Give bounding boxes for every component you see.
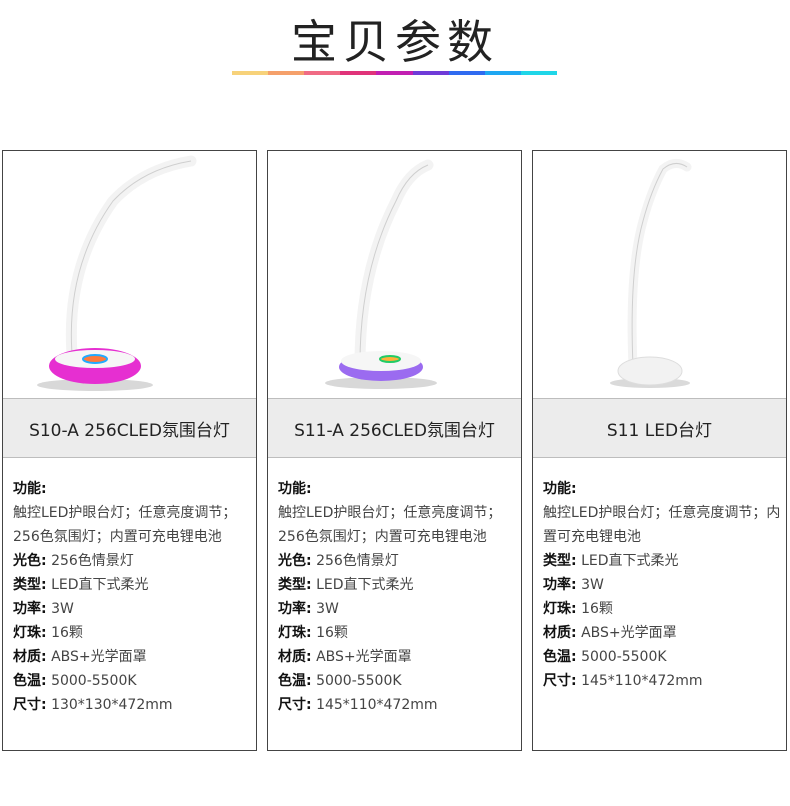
rainbow-segment [268, 71, 305, 75]
spec-row: 灯珠: 16颗 [13, 625, 83, 641]
function-text: 触控LED护眼台灯；任意亮度调节；256色氛围灯；内置可充电锂电池 [278, 505, 502, 545]
function-text: 触控LED护眼台灯；任意亮度调节；256色氛围灯；内置可充电锂电池 [13, 505, 237, 545]
function-label: 功能: [278, 481, 312, 497]
rainbow-segment [376, 71, 413, 75]
product-card: S11-A 256CLED氛围台灯 功能: 触控LED护眼台灯；任意亮度调节；2… [267, 150, 522, 751]
rainbow-segment [232, 71, 269, 75]
spec-row: 类型: LED直下式柔光 [278, 577, 414, 593]
function-label: 功能: [13, 481, 47, 497]
spec-row: 类型: LED直下式柔光 [13, 577, 149, 593]
product-card: S11 LED台灯 功能: 触控LED护眼台灯；任意亮度调节；内置可充电锂电池 … [532, 150, 787, 751]
spec-row: 材质: ABS+光学面罩 [543, 625, 677, 641]
spec-row: 功率: 3W [278, 601, 339, 617]
page-title: 宝贝参数 [291, 15, 499, 69]
spec-row: 类型: LED直下式柔光 [543, 553, 679, 569]
spec-row: 灯珠: 16颗 [278, 625, 348, 641]
lamp-base [617, 356, 683, 386]
title-underline [232, 71, 557, 75]
rainbow-segment [304, 71, 341, 75]
spec-row: 灯珠: 16颗 [543, 601, 613, 617]
lamp-s11a-image [325, 159, 437, 389]
spec-row: 光色: 256色情景灯 [278, 553, 399, 569]
product-name: S11-A 256CLED氛围台灯 [268, 398, 521, 458]
spec-row: 光色: 256色情景灯 [13, 553, 134, 569]
spec-list: 功能: 触控LED护眼台灯；任意亮度调节；内置可充电锂电池 类型: LED直下式… [543, 477, 781, 693]
rainbow-segment [448, 71, 485, 75]
function-label: 功能: [543, 481, 577, 497]
product-card: S10-A 256CLED氛围台灯 功能: 触控LED护眼台灯；任意亮度调节；2… [2, 150, 257, 751]
spec-list: 功能: 触控LED护眼台灯；任意亮度调节；256色氛围灯；内置可充电锂电池 光色… [278, 477, 516, 717]
spec-row: 材质: ABS+光学面罩 [13, 649, 147, 665]
product-name: S11 LED台灯 [533, 398, 786, 458]
spec-row: 尺寸: 145*110*472mm [278, 697, 438, 713]
spec-row: 色温: 5000-5500K [543, 649, 667, 665]
spec-row: 尺寸: 130*130*472mm [13, 697, 173, 713]
rainbow-segment [412, 71, 449, 75]
rainbow-segment [520, 71, 557, 75]
lamp-s11-image [610, 159, 692, 388]
spec-row: 色温: 5000-5500K [278, 673, 402, 689]
rainbow-segment [484, 71, 521, 75]
lamp-s10a-image [37, 155, 197, 391]
spec-row: 材质: ABS+光学面罩 [278, 649, 412, 665]
spec-row: 功率: 3W [543, 577, 604, 593]
product-name: S10-A 256CLED氛围台灯 [3, 398, 256, 458]
function-text: 触控LED护眼台灯；任意亮度调节；内置可充电锂电池 [543, 505, 781, 545]
spec-row: 功率: 3W [13, 601, 74, 617]
spec-row: 尺寸: 145*110*472mm [543, 673, 703, 689]
rainbow-segment [340, 71, 377, 75]
spec-list: 功能: 触控LED护眼台灯；任意亮度调节；256色氛围灯；内置可充电锂电池 光色… [13, 477, 251, 717]
spec-row: 色温: 5000-5500K [13, 673, 137, 689]
